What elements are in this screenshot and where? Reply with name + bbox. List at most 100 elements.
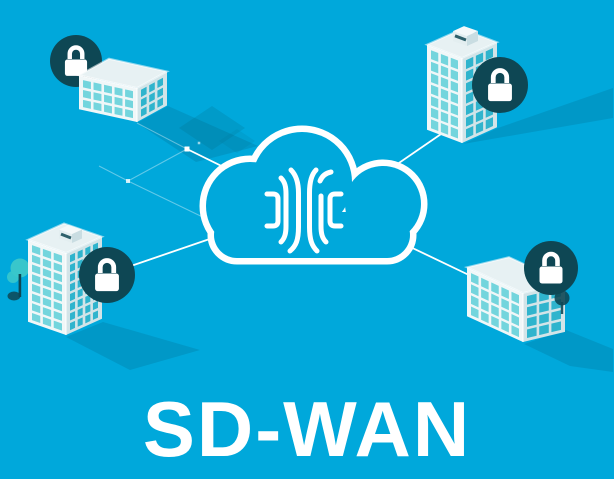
window [539,301,549,313]
window [431,84,439,97]
building-face-left [427,44,462,143]
building-shadow [463,88,613,144]
lock-shackle [490,68,510,83]
window [70,320,76,331]
window [511,325,520,338]
window [32,303,41,314]
window [450,57,458,70]
lock-badge [524,241,578,295]
window [141,106,147,117]
tree-foliage [7,271,19,283]
window [511,291,520,304]
window [431,61,439,74]
window [471,273,479,286]
window [551,321,561,333]
window [92,300,99,311]
window [431,73,439,85]
network-fingerprint-icon [287,167,301,254]
building-face-left [79,75,137,122]
window [501,309,509,322]
window [53,262,62,273]
penthouse-window-strip [60,232,72,240]
building-face-right [523,282,565,342]
window [440,76,449,89]
decor-diamond [179,106,245,150]
window [440,123,449,135]
window [475,121,484,134]
window [450,80,458,93]
window [475,52,484,65]
window [85,313,91,324]
network-fingerprint-icon [264,191,281,229]
window [125,89,133,99]
mesh-node-icon [197,141,201,145]
network-fingerprint-icon [278,175,289,245]
window [114,96,123,106]
connection-line [401,242,472,277]
decor-diamond [219,129,255,153]
window [481,300,489,313]
window [141,96,147,107]
window [527,316,537,327]
window [450,103,458,116]
window [42,307,52,318]
window [511,302,520,315]
penthouse [467,31,478,46]
window [70,262,76,272]
window [450,115,458,127]
lock-icon [539,266,563,284]
window [42,297,52,308]
window [149,92,155,103]
window [114,106,123,116]
window [149,82,155,93]
window [70,252,76,263]
window [42,278,52,288]
window [157,87,163,98]
mesh-line [127,148,188,182]
window [431,50,439,62]
window [501,287,509,300]
window [104,94,112,104]
window [32,274,41,285]
window [53,252,62,263]
window [466,102,474,116]
window [70,272,76,282]
lock-shackle [97,258,117,273]
mesh-line [127,180,214,223]
window [471,284,479,297]
window [491,304,499,317]
window [70,291,76,302]
window [450,92,458,104]
window [93,102,102,112]
window [53,301,62,312]
window [32,245,41,256]
tree-trunk [18,274,22,297]
window [32,293,41,304]
window [527,327,537,339]
window [93,92,102,102]
window [481,277,489,290]
window [539,313,549,324]
window [77,317,83,327]
window [85,246,91,256]
page-title: SD-WAN [143,385,471,473]
network-fingerprint-icon [327,191,344,229]
building-bottom-right [463,256,569,342]
window [104,104,112,114]
mesh-line [98,165,129,182]
network-fingerprint-icon [318,193,329,245]
mesh-line [136,122,188,150]
window [475,110,484,123]
shadow-group [66,88,613,372]
window [466,114,474,127]
network-fingerprint-icon [317,169,334,184]
lock-icon [488,83,512,102]
window [114,87,123,97]
window [53,310,62,321]
window [440,88,449,101]
roof [76,57,170,90]
window [42,268,52,279]
window [85,294,91,304]
window [42,316,52,327]
